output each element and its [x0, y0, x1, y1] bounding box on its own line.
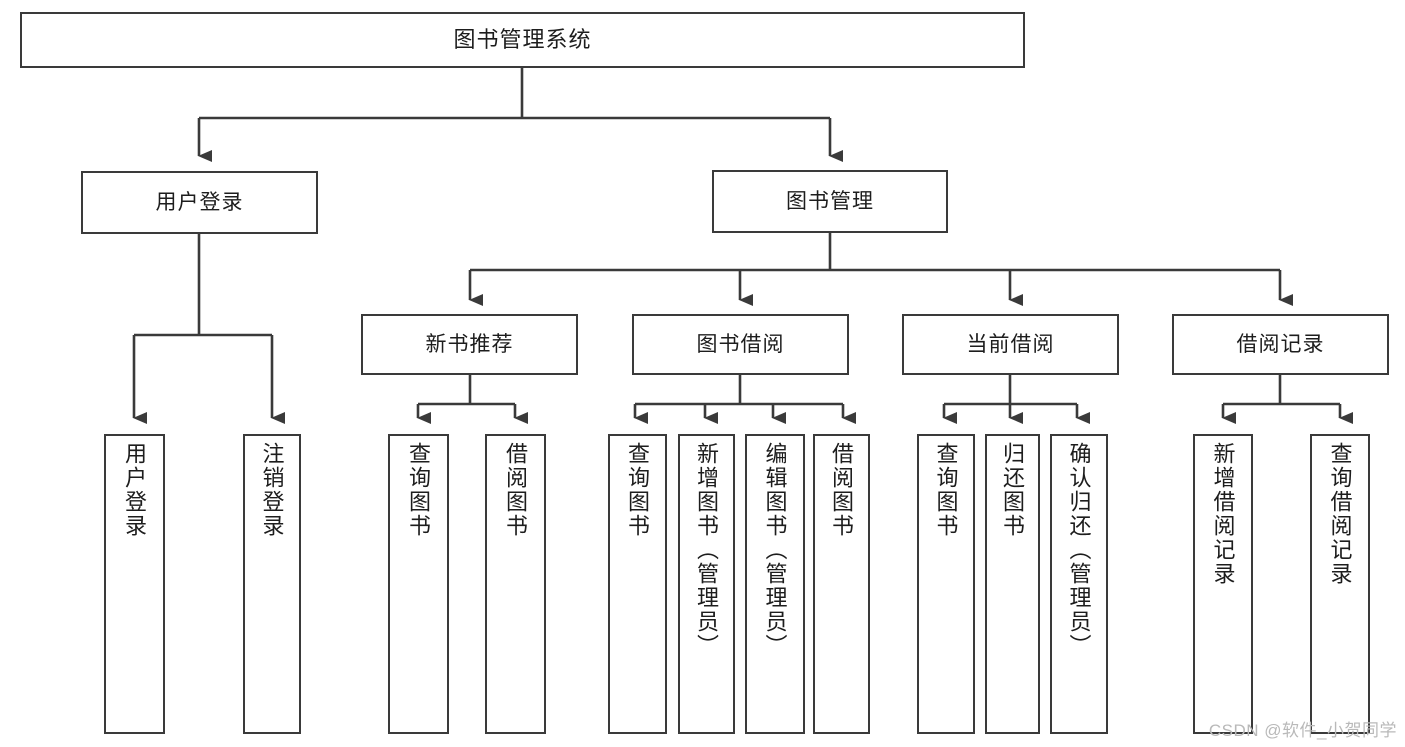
leaf-borrow-book[interactable]: 借阅图书: [813, 434, 870, 734]
node-label: 图书管理系统: [453, 26, 592, 52]
node-current-borrow[interactable]: 当前借阅: [902, 314, 1119, 375]
watermark: CSDN @软件_小贺同学: [1208, 721, 1397, 740]
leaf-return-book[interactable]: 归还图书: [985, 434, 1040, 734]
leaf-add-book-admin[interactable]: 新增图书（管理员）: [678, 434, 735, 734]
leaf-user-login[interactable]: 用户登录: [104, 434, 165, 734]
node-borrow-record[interactable]: 借阅记录: [1172, 314, 1389, 375]
node-label: 借阅图书: [829, 442, 855, 538]
node-root-system[interactable]: 图书管理系统: [20, 12, 1025, 68]
node-label: 图书管理: [786, 189, 874, 213]
node-label: 借阅图书: [503, 442, 529, 538]
node-label: 借阅记录: [1236, 332, 1325, 356]
leaf-add-borrow-record[interactable]: 新增借阅记录: [1193, 434, 1253, 734]
leaf-query-book-rec[interactable]: 查询图书: [388, 434, 449, 734]
node-label: 查询借阅记录: [1327, 442, 1353, 586]
node-label: 当前借阅: [966, 332, 1055, 356]
node-label: 用户登录: [155, 190, 244, 214]
leaf-borrow-book-rec[interactable]: 借阅图书: [485, 434, 546, 734]
leaf-user-logout[interactable]: 注销登录: [243, 434, 301, 734]
leaf-query-book-current[interactable]: 查询图书: [917, 434, 975, 734]
leaf-confirm-return-admin[interactable]: 确认归还（管理员）: [1050, 434, 1108, 734]
node-user-login[interactable]: 用户登录: [81, 171, 318, 234]
leaf-edit-book-admin[interactable]: 编辑图书（管理员）: [745, 434, 805, 734]
node-label: 新增借阅记录: [1210, 442, 1236, 586]
node-book-borrow[interactable]: 图书借阅: [632, 314, 849, 375]
node-label: 图书借阅: [696, 332, 785, 356]
node-label: 新增图书（管理员）: [694, 442, 720, 658]
node-new-book-recommend[interactable]: 新书推荐: [361, 314, 578, 375]
node-label: 注销登录: [259, 442, 285, 538]
node-book-management[interactable]: 图书管理: [712, 170, 948, 233]
node-label: 编辑图书（管理员）: [762, 442, 788, 658]
leaf-query-borrow-record[interactable]: 查询借阅记录: [1310, 434, 1370, 734]
node-label: 查询图书: [625, 442, 651, 538]
leaf-query-book-borrow[interactable]: 查询图书: [608, 434, 667, 734]
node-label: 用户登录: [122, 442, 148, 538]
node-label: 归还图书: [1000, 442, 1026, 538]
node-label: 新书推荐: [425, 332, 514, 356]
node-label: 确认归还（管理员）: [1066, 442, 1092, 658]
node-label: 查询图书: [406, 442, 432, 538]
node-label: 查询图书: [933, 442, 959, 538]
